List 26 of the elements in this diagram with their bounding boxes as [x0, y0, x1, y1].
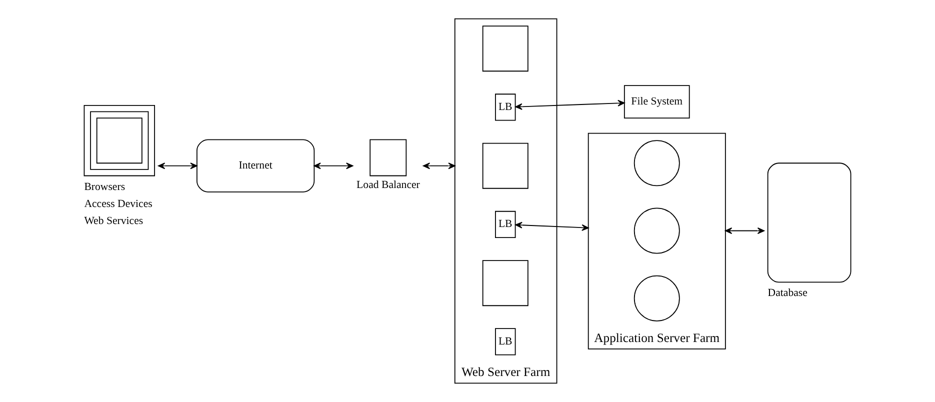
node-box [482, 142, 528, 189]
node-box: LB [495, 328, 516, 356]
node-box [84, 104, 155, 176]
node-box [482, 260, 528, 306]
node-circle [634, 140, 680, 186]
arrow [158, 162, 198, 170]
node-label: Load Balancer [356, 179, 420, 192]
node-box: LB [495, 94, 516, 121]
node-box [767, 162, 852, 283]
node-box: Internet [196, 139, 315, 192]
arrow [724, 227, 765, 234]
node-box [482, 26, 528, 72]
node-circle [634, 275, 680, 322]
arrow [422, 162, 456, 170]
cluster: Application Server Farm [588, 132, 726, 350]
arrow [314, 162, 354, 170]
node-box: LB [495, 210, 516, 238]
node-circle [634, 208, 680, 254]
node-label: Access Devices [84, 198, 152, 210]
arrow [515, 100, 625, 110]
node-label: Database [768, 287, 808, 300]
arrow [515, 222, 589, 231]
node-label: Web Services [84, 215, 144, 228]
node-box: File System [624, 85, 690, 118]
node-label: Browsers [84, 180, 126, 193]
node-box [370, 139, 407, 176]
